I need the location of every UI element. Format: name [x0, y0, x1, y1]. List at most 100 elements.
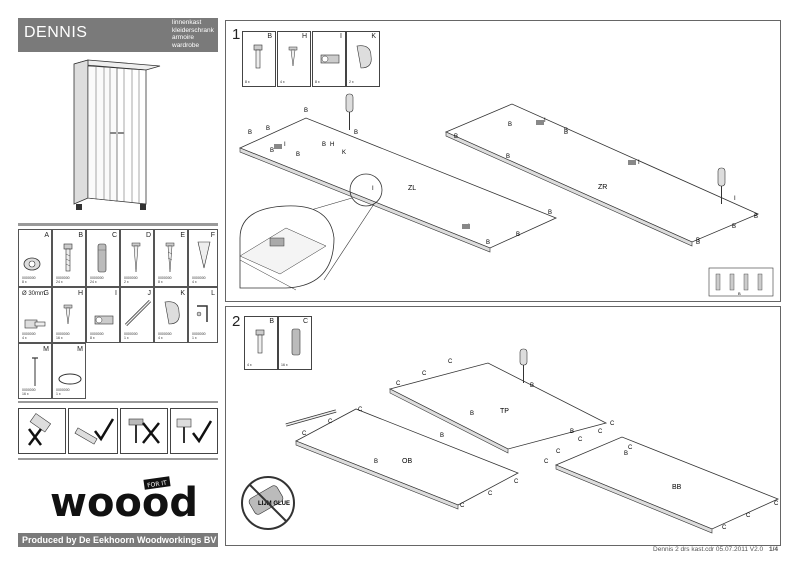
footer-page: 1/4	[768, 546, 778, 553]
divider	[18, 458, 218, 460]
footer-file: Dennis 2 drs kast.cdr 05.07.2011 V2.0	[653, 546, 764, 553]
hinge-icon	[462, 224, 470, 229]
svg-text:B: B	[304, 108, 308, 114]
long-screw-icon	[165, 242, 175, 273]
cam-bolt-icon	[63, 243, 73, 272]
ring-icon	[58, 373, 82, 385]
svg-text:B: B	[486, 240, 490, 246]
svg-text:C: C	[556, 449, 561, 455]
svg-text:B: B	[508, 122, 512, 128]
svg-text:B: B	[266, 126, 270, 132]
step2-part-c: C 16 x	[278, 316, 312, 370]
drill-size-label: Ø 30mm	[22, 291, 46, 297]
svg-text:B: B	[732, 224, 736, 230]
svg-text:B: B	[696, 240, 700, 246]
cabinet-hinge-icon	[320, 54, 340, 64]
panel-zl-label: ZL	[408, 185, 416, 192]
svg-text:B: B	[696, 238, 700, 244]
hinge-icon	[628, 160, 636, 165]
svg-text:I: I	[638, 160, 640, 166]
divider	[18, 401, 218, 403]
rail-holder-icon	[164, 301, 180, 325]
screwdriver-icon	[717, 167, 726, 204]
hanging-rail-icon	[285, 409, 337, 427]
svg-text:B: B	[564, 128, 568, 134]
svg-text:C: C	[396, 381, 401, 387]
svg-text:C: C	[514, 479, 519, 485]
wooden-dowel-icon	[291, 328, 301, 356]
svg-text:B: B	[322, 142, 326, 148]
step1-part-b: B 8 x	[242, 31, 276, 87]
step1-part-i: I 8 x	[312, 31, 346, 87]
woood-logo: woood FOR IT	[50, 476, 198, 522]
tip-no-power-drill	[18, 408, 66, 454]
panel-tp-label: TP	[500, 408, 509, 415]
hinge-icon	[274, 144, 282, 149]
wardrobe-illustration	[73, 59, 161, 210]
hinge-icon	[24, 319, 46, 329]
panel-ob-label: OB	[402, 458, 412, 465]
svg-text:I: I	[284, 142, 286, 148]
svg-text:LIJM GLUE: LIJM GLUE	[258, 501, 290, 507]
step2-part-b: B 4 x	[244, 316, 278, 370]
svg-text:B: B	[440, 433, 444, 439]
svg-text:K: K	[342, 150, 346, 156]
svg-text:I: I	[372, 186, 374, 192]
nail-icon	[32, 357, 38, 386]
svg-text:B: B	[506, 154, 510, 160]
credit-line: Produced by De Eekhoorn Woodworkings BV	[18, 533, 218, 547]
shelf-support-icon	[197, 241, 211, 269]
svg-text:C: C	[488, 491, 493, 497]
hammer-cross-icon	[128, 418, 160, 444]
svg-text:C: C	[578, 437, 583, 443]
svg-text:B: B	[738, 291, 741, 296]
title-bar	[18, 18, 218, 52]
screwdriver-icon	[519, 348, 528, 383]
mallet-check-icon	[176, 418, 213, 444]
svg-text:C: C	[328, 419, 333, 425]
svg-text:C: C	[628, 445, 633, 451]
svg-text:I: I	[734, 196, 736, 202]
screwdriver-check-icon	[74, 418, 115, 445]
svg-text:C: C	[358, 407, 363, 413]
step-1-number: 1	[232, 26, 241, 43]
svg-text:B: B	[470, 411, 474, 417]
hinge-icon	[536, 120, 544, 125]
cam-lock-icon	[23, 257, 41, 271]
step-2-diagram: TP OB B B LIJM GLUE C C C C C C C C C C C…	[241, 348, 780, 534]
svg-text:C: C	[544, 459, 549, 465]
cabinet-hinge-icon	[94, 315, 114, 325]
svg-text:B: B	[548, 210, 552, 216]
svg-text:B: B	[270, 148, 274, 154]
svg-text:B: B	[624, 451, 628, 457]
svg-text:woood: woood	[50, 480, 198, 522]
svg-text:B: B	[454, 134, 458, 140]
footer: Dennis 2 drs kast.cdr 05.07.2011 V2.0 1/…	[653, 546, 778, 553]
svg-text:C: C	[746, 513, 751, 519]
rail-holder-icon	[356, 45, 372, 69]
screwdriver-icon	[345, 93, 354, 130]
step-2-number: 2	[232, 313, 241, 330]
wooden-dowel-icon	[97, 243, 107, 273]
svg-text:C: C	[610, 421, 615, 427]
svg-text:B: B	[296, 152, 300, 158]
power-drill-cross-icon	[28, 413, 52, 446]
parts-overview	[18, 223, 218, 399]
step1-part-k: K 2 x	[346, 31, 380, 87]
tip-no-hammer	[120, 408, 168, 454]
svg-text:FOR IT: FOR IT	[147, 480, 168, 490]
panel-zr-label: ZR	[598, 184, 607, 191]
svg-text:C: C	[598, 429, 603, 435]
short-screw-icon	[288, 46, 298, 67]
product-type-languages: linnenkast kleiderschrank armoire wardro…	[172, 19, 214, 49]
